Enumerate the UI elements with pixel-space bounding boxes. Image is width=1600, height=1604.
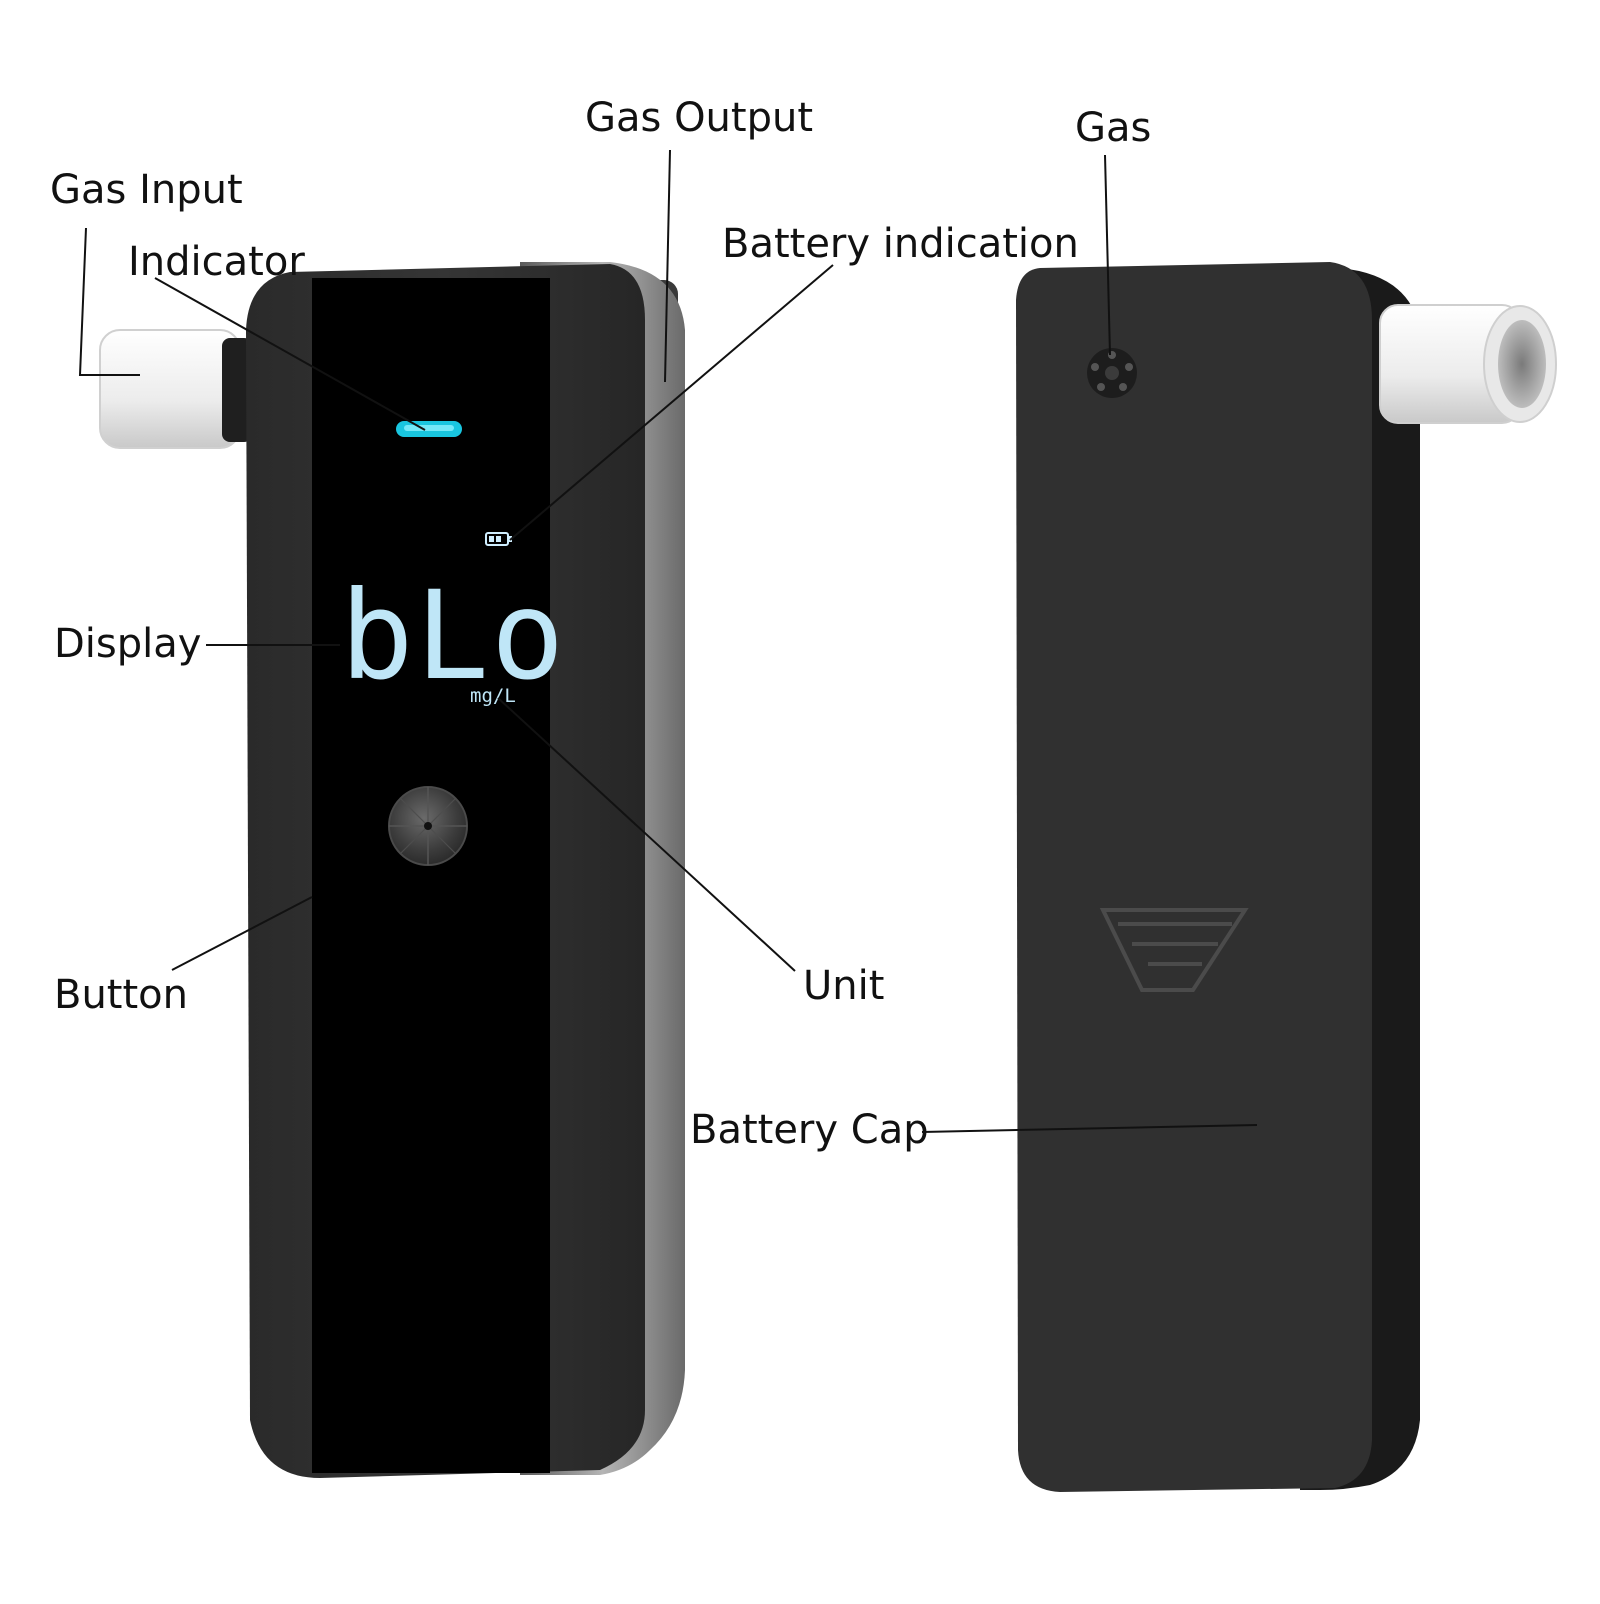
- unit-leader: [497, 697, 796, 972]
- leader-lines: [78, 149, 1258, 1133]
- gas-output-leader: [664, 149, 671, 383]
- label-display: Display: [54, 621, 202, 667]
- label-indicator: Indicator: [128, 239, 305, 285]
- label-gas: Gas: [1075, 105, 1152, 151]
- gas-input-mouthpiece: [99, 329, 252, 449]
- mouthpiece: [1379, 304, 1557, 424]
- gas-input-leader: [78, 227, 140, 376]
- unit-text: mg/L: [470, 685, 516, 707]
- gas-leader: [1104, 154, 1111, 356]
- grip-lines-icon: [1099, 908, 1249, 992]
- indicator-leader: [154, 277, 426, 431]
- label-unit: Unit: [803, 963, 885, 1009]
- label-button: Button: [54, 972, 188, 1018]
- front-device: bLo mg/L: [99, 262, 685, 1478]
- gas-vent-icon: [1087, 348, 1137, 398]
- power-button[interactable]: [388, 786, 468, 866]
- display-reading: bLo: [340, 565, 566, 707]
- label-battery-indication: Battery indication: [722, 221, 1079, 267]
- button-leader: [171, 896, 313, 971]
- display-panel: [312, 278, 550, 1473]
- battery-cap-leader: [921, 1124, 1258, 1133]
- label-gas-input: Gas Input: [50, 167, 243, 213]
- label-gas-output: Gas Output: [585, 95, 814, 141]
- back-device: [1016, 262, 1557, 1492]
- battery-indication-leader: [509, 264, 834, 541]
- label-battery-cap: Battery Cap: [690, 1107, 929, 1153]
